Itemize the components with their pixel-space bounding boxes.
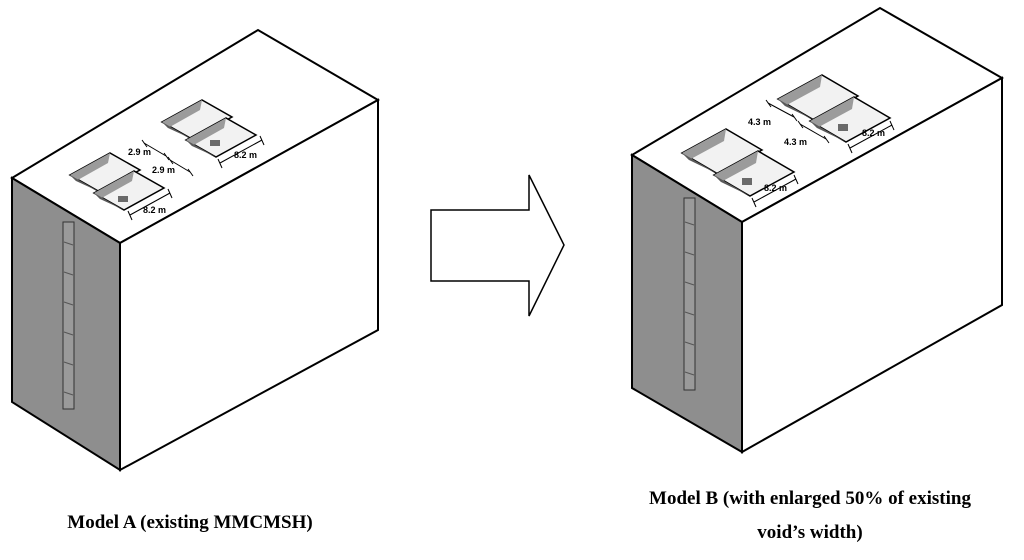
model-b-void: [680, 128, 764, 175]
model-b-dim-label: 8.2 m: [764, 183, 787, 193]
model-a-right-wall: [119, 98, 379, 472]
right-arrow-icon: [430, 174, 565, 317]
model-b-dim-label: 8.2 m: [862, 128, 885, 138]
model-a-dim-label: 8.2 m: [143, 205, 166, 215]
model-a-void: [92, 170, 166, 211]
model-a-dimension-lines: [127, 135, 265, 221]
model-a-dim-label: 2.9 m: [152, 165, 175, 175]
model-b-caption-line-2: void’s width): [757, 522, 863, 543]
model-b-caption: Model B (with enlarged 50% of existing v…: [596, 482, 1024, 550]
model-a-void: [68, 152, 142, 193]
model-b-dim-label: 4.3 m: [748, 117, 771, 127]
model-b-right-wall: [741, 76, 1003, 454]
model-b-stair-shaft: [683, 197, 696, 391]
model-a-caption: Model A (existing MMCMSH): [0, 506, 380, 540]
model-b-caption-line-1: Model B (with enlarged 50% of existing: [649, 488, 971, 509]
model-a-void: [184, 117, 258, 158]
model-a-shaft-marks: [63, 241, 74, 396]
model-a-stair-shaft: [62, 221, 75, 410]
model-b-building: 4.3 m 4.3 m 8.2 m 8.2 m: [630, 6, 1005, 454]
model-b-voids: [680, 74, 892, 197]
model-b-dim-label: 4.3 m: [784, 137, 807, 147]
model-b-void: [776, 74, 860, 121]
model-b-void: [712, 150, 796, 197]
model-b-dimension-lines: [751, 99, 895, 208]
model-a-dim-label: 8.2 m: [234, 150, 257, 160]
model-b-shaft-marks: [684, 221, 695, 376]
model-b-void: [808, 96, 892, 143]
model-a-voids: [68, 99, 258, 211]
model-a-dim-label: 2.9 m: [128, 147, 151, 157]
model-a-void: [160, 99, 234, 140]
model-a-caption-text: Model A (existing MMCMSH): [67, 512, 313, 533]
model-a-building: 2.9 m 2.9 m 8.2 m 8.2 m: [10, 28, 381, 472]
